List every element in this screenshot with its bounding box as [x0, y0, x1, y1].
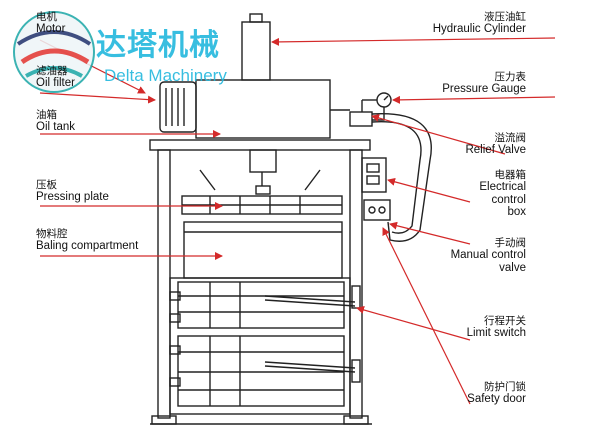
label-baling-compartment-cn: 物料腔	[36, 228, 68, 240]
left-column	[157, 149, 171, 419]
label-safety-door-cn: 防护门锁	[484, 381, 526, 393]
logo	[13, 11, 95, 93]
baling-compartment	[183, 221, 343, 279]
label-relief-valve: 溢流阀 Relief Valve	[465, 132, 527, 157]
label-oil-tank-cn: 油箱	[36, 109, 57, 121]
label-pressing-plate-en: Pressing plate	[36, 191, 109, 204]
label-safety-door-en: Safety door	[467, 393, 526, 406]
label-baling-compartment-en: Baling compartment	[36, 240, 139, 253]
label-oil-filter: 滤油器 Oil filter	[36, 65, 75, 90]
label-oil-filter-cn: 滤油器	[36, 65, 68, 77]
label-baling-compartment: 物料腔 Baling compartment	[36, 228, 139, 253]
limit-switch	[351, 285, 361, 309]
manual-valve	[363, 199, 391, 221]
watermark-english: Delta Machinery	[104, 66, 227, 85]
label-limit-switch: 行程开关 Limit switch	[466, 315, 526, 340]
label-motor-cn: 电机	[36, 11, 57, 23]
hydraulic-cylinder	[241, 21, 271, 81]
label-electrical-control-box: 电器箱 Electrical control box	[479, 169, 527, 219]
label-hydraulic-cylinder-en: Hydraulic Cylinder	[432, 23, 526, 36]
label-electrical-box-en3: box	[507, 206, 526, 219]
upper-door	[177, 281, 345, 329]
electrical-control-box	[361, 157, 387, 193]
label-motor-en: Motor	[36, 23, 66, 36]
oil-tank	[195, 79, 331, 139]
label-pressure-gauge: 压力表 Pressure Gauge	[442, 71, 527, 96]
leader-lines	[39, 37, 556, 405]
label-pressure-gauge-en: Pressure Gauge	[442, 83, 526, 96]
label-electrical-box-en2: control	[491, 193, 526, 206]
label-oil-tank-en: Oil tank	[36, 121, 75, 134]
label-manual-valve-en2: valve	[499, 261, 526, 274]
label-safety-door: 防护门锁 Safety door	[467, 381, 526, 406]
label-limit-switch-en: Limit switch	[466, 327, 526, 340]
label-oil-filter-en: Oil filter	[36, 77, 75, 90]
label-pressure-gauge-cn: 压力表	[494, 71, 527, 83]
label-oil-tank: 油箱 Oil tank	[36, 109, 75, 134]
label-motor: 电机 Motor	[36, 11, 66, 36]
watermark-chinese: 达塔机械	[96, 28, 220, 63]
label-electrical-box-cn: 电器箱	[494, 169, 527, 181]
label-hydraulic-cylinder: 液压油缸 Hydraulic Cylinder	[432, 11, 526, 36]
label-electrical-box-en1: Electrical	[479, 181, 526, 194]
label-manual-control-valve: 手动阀 Manual control valve	[450, 237, 527, 274]
label-manual-valve-cn: 手动阀	[494, 237, 527, 249]
label-manual-valve-en1: Manual control	[450, 249, 526, 262]
label-limit-switch-cn: 行程开关	[484, 315, 526, 327]
label-hydraulic-cylinder-cn: 液压油缸	[484, 11, 526, 23]
lower-door	[177, 335, 345, 407]
label-pressing-plate-cn: 压板	[36, 179, 57, 191]
relief-valve	[349, 111, 373, 127]
top-beam	[149, 139, 371, 151]
label-pressing-plate: 压板 Pressing plate	[36, 179, 109, 204]
label-relief-valve-en: Relief Valve	[465, 144, 526, 157]
label-relief-valve-cn: 溢流阀	[494, 132, 527, 144]
machine-outline	[149, 13, 432, 425]
